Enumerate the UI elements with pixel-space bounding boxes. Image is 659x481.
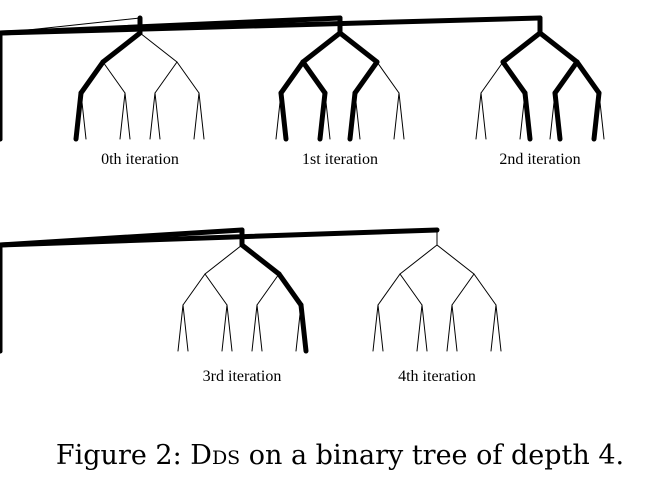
tree4-edge-l1-0-0	[399, 244, 438, 275]
tree3-leaf-edge-3	[226, 304, 233, 352]
tree1-leaf-edge-6	[393, 92, 400, 140]
tree3-leaf-edge-5	[256, 304, 263, 352]
caption-prefix: Figure 2:	[55, 440, 191, 471]
tree2-leaf-edge-1	[480, 92, 487, 140]
tree1-leaf-edge-5	[354, 92, 361, 140]
panel-label-4th-iteration: 4th iteration	[398, 368, 476, 385]
tree0-leaf-edge-3	[124, 92, 131, 140]
tree2-leaf-edge-0	[475, 92, 482, 140]
tree4-edge-l2-1-0	[451, 273, 475, 306]
tree0-edge-l1-0-1	[139, 32, 178, 63]
tree4-leaf-edge-6	[490, 304, 497, 352]
tree4-edge-l0-0-1-visited	[0, 227, 440, 248]
tree2-leaf-edge-3-visited	[522, 90, 533, 142]
panel-label-0th-iteration: 0th iteration	[101, 151, 179, 168]
tree0-leaf-edge-2	[119, 92, 126, 140]
panel-label-2nd-iteration: 2nd iteration	[499, 151, 581, 168]
tree3-leaf-edge-1	[182, 304, 189, 352]
tree3-leaf-edge-4	[251, 304, 258, 352]
tree4-leaf-edge-0	[372, 304, 379, 352]
tree4-edge-l2-1-1	[473, 273, 497, 306]
tree2-edge-l2-1-1-visited	[574, 59, 602, 96]
tree3-edge-l2-1-1-visited	[276, 271, 304, 308]
tree1-leaf-edge-4-visited	[347, 90, 358, 142]
tree0-leaf-edge-7	[198, 92, 205, 140]
tree1-edge-l2-1-1	[376, 61, 400, 94]
tree4-leaf-edge-4	[446, 304, 453, 352]
tree2-edge-l1-0-0-visited	[500, 30, 543, 65]
tree4-edge-l2-0-1	[399, 273, 423, 306]
tree1-edge-l1-0-1-visited	[337, 30, 380, 65]
tree2-leaf-edge-7	[598, 92, 605, 140]
caption-suffix: on a binary tree of depth 4.	[240, 440, 625, 471]
tree3-edge-l2-0-1	[204, 273, 228, 306]
tree4-edge-l1-0-1	[436, 244, 475, 275]
tree0-edge-l1-0-0-visited	[100, 30, 143, 65]
tree2-edge-l2-0-0	[480, 61, 504, 94]
tree2-edge-l0-0-1-visited	[0, 15, 543, 36]
tree3-leaf-edge-7-visited	[298, 302, 309, 354]
tree1-edge-l2-0-0-visited	[278, 59, 306, 96]
tree4-leaf-edge-2	[416, 304, 423, 352]
tree1-edge-l1-0-0-visited	[300, 30, 343, 65]
tree0-edge-l2-1-1	[176, 61, 200, 94]
tree0-edge-l2-0-1	[102, 61, 126, 94]
tree2-edge-l2-1-0-visited	[552, 59, 580, 96]
tree3-edge-l2-0-0	[182, 273, 206, 306]
tree3-leaf-edge-0	[177, 304, 184, 352]
caption-algorithm-initial: D	[190, 440, 212, 471]
tree3-edge-l1-0-1-visited	[239, 242, 282, 277]
tree0-edge-l2-0-0-visited	[78, 59, 106, 96]
tree0-edge-l2-1-0	[154, 61, 178, 94]
tree1-leaf-edge-1-visited	[278, 90, 289, 142]
tree3-edge-l2-1-0	[256, 273, 280, 306]
caption-algorithm-rest: DS	[211, 447, 241, 469]
tree0-leaf-edge-0-visited	[73, 90, 84, 142]
tree1-edge-l2-0-1-visited	[300, 59, 328, 96]
tree0-leaf-edge-1	[80, 92, 87, 140]
tree2-leaf-edge-6-visited	[591, 90, 602, 142]
tree1-leaf-edge-2-visited	[317, 90, 328, 142]
tree4-leaf-edge-5	[451, 304, 458, 352]
tree0-leaf-edge-5	[154, 92, 161, 140]
figure-caption: Figure 2: DDS on a binary tree of depth …	[0, 440, 659, 474]
panel-label-3rd-iteration: 3rd iteration	[202, 368, 282, 385]
tree3-leaf-edge-2	[221, 304, 228, 352]
panel-label-1st-iteration: 1st iteration	[302, 151, 378, 168]
tree0-leaf-edge-4	[149, 92, 156, 140]
tree3-edge-l1-0-0	[204, 244, 243, 275]
tree1-leaf-edge-3	[324, 92, 331, 140]
tree2-leaf-edge-5-visited	[552, 90, 563, 142]
tree4-leaf-edge-1	[377, 304, 384, 352]
tree1-leaf-edge-7	[398, 92, 405, 140]
tree2-edge-l2-0-1-visited	[500, 59, 528, 96]
tree0-leaf-edge-6	[193, 92, 200, 140]
tree4-edge-l2-0-0	[377, 273, 401, 306]
tree1-edge-l2-1-0-visited	[352, 59, 380, 96]
tree4-leaf-edge-7	[495, 304, 502, 352]
tree2-edge-l1-0-1-visited	[537, 30, 580, 65]
tree4-leaf-edge-3	[421, 304, 428, 352]
